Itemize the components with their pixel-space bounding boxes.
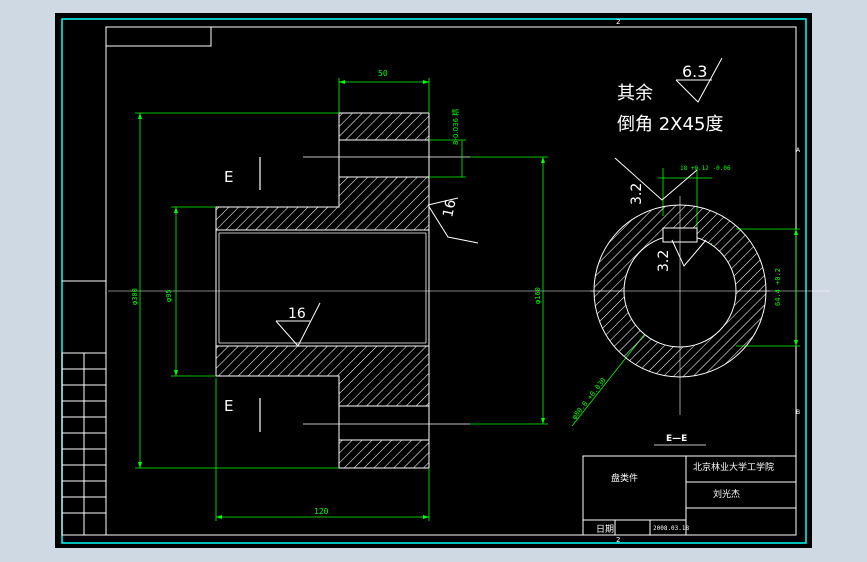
title-author: 刘光杰 — [713, 488, 740, 500]
title-date-value: 2008.03.18 — [653, 525, 690, 532]
dim-hub-dia: φ95 — [165, 289, 173, 302]
border-mark-top: 2 — [616, 18, 620, 26]
roughness-key-side-value: 3.2 — [656, 250, 672, 272]
dim-section: 64.4 +0.2 — [774, 268, 782, 306]
roughness-key-top-symbol — [614, 157, 698, 201]
roughness-bore-value: 16 — [288, 306, 306, 322]
border-mark-bottom: 2 — [616, 536, 620, 544]
view-label: E—E — [666, 434, 687, 444]
dim-bore-dia: φ160 — [534, 287, 542, 304]
section-mark-bottom: E — [224, 397, 233, 415]
section-mark-top: E — [224, 168, 233, 186]
roughness-main-value: 6.3 — [682, 62, 707, 81]
dim-key-width: 18 +0.12 -0.06 — [680, 165, 731, 172]
title-date-label: 日期 — [596, 524, 614, 535]
note-chamfer: 倒角 2X45度 — [617, 114, 723, 135]
roughness-symbol-main — [675, 57, 723, 103]
bore-outline — [215, 229, 430, 347]
border-mark-right-bottom: B — [796, 409, 800, 416]
roughness-key-top-value: 3.2 — [629, 183, 645, 205]
hatch-bottom-hub — [338, 439, 430, 469]
roughness-face-value: 16 — [440, 198, 459, 219]
roughness-face: 16 — [427, 197, 479, 244]
dim-outer-dia: φ300 — [131, 288, 139, 305]
hatch-top-hub — [338, 112, 430, 141]
roughness-key-side-symbol — [671, 239, 707, 267]
section-view: E E — [108, 112, 830, 469]
left-revision-table — [61, 352, 107, 536]
top-left-box — [106, 27, 212, 47]
roughness-bore: 16 — [275, 302, 321, 347]
dim-keyway-depth: 8-0.036 精 — [451, 109, 460, 145]
side-view: 3.2 3.2 E—E — [590, 157, 770, 446]
title-school: 北京林业大学工学院 — [693, 461, 774, 473]
title-part-name: 盘类件 — [611, 472, 638, 484]
note-remaining: 其余 — [617, 83, 653, 104]
dim-total-length: 120 — [314, 507, 329, 516]
dimension-arrows — [138, 80, 798, 519]
border-mark-right-top: A — [796, 147, 801, 154]
title-block — [582, 455, 797, 536]
dim-hub-width: 50 — [378, 69, 388, 78]
